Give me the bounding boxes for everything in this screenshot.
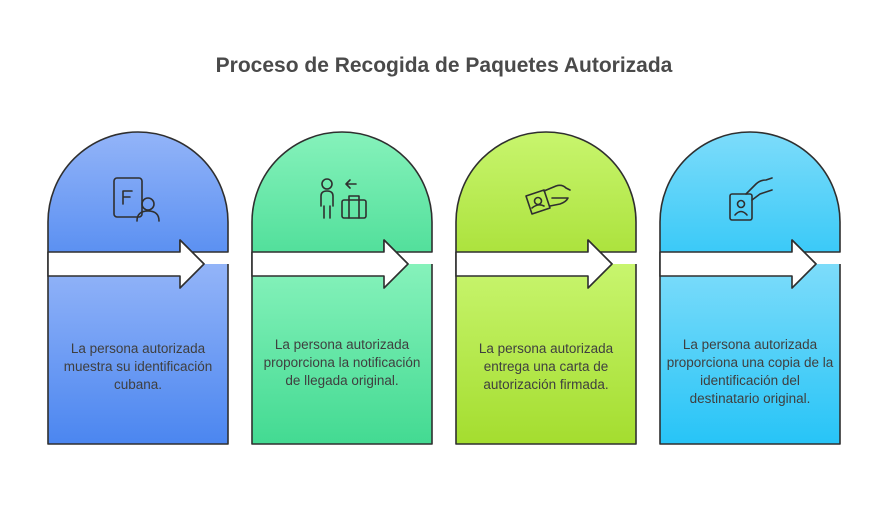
step-1-text: La persona autorizada muestra su identif… bbox=[63, 341, 213, 392]
step-3-shape bbox=[455, 131, 637, 445]
step-2-shape bbox=[251, 131, 433, 445]
id-card-person-icon bbox=[113, 177, 160, 222]
step-4-text: La persona autorizada proporciona una co… bbox=[666, 337, 834, 406]
step-1-shape bbox=[47, 131, 229, 445]
diagram-title: Proceso de Recogida de Paquetes Autoriza… bbox=[215, 54, 673, 77]
step-3-text: La persona autorizada entrega una carta … bbox=[478, 341, 614, 392]
hand-card-icon bbox=[525, 184, 571, 215]
step-2-arrow bbox=[251, 239, 409, 289]
step-3-arrow bbox=[455, 239, 613, 289]
step-2-text: La persona autorizada proporciona la not… bbox=[263, 337, 421, 388]
step-4-shape bbox=[659, 131, 841, 445]
hand-id-card-icon bbox=[729, 177, 773, 221]
step-4-arrow bbox=[659, 239, 817, 289]
person-luggage-icon bbox=[320, 178, 367, 219]
step-1-arrow bbox=[47, 239, 205, 289]
